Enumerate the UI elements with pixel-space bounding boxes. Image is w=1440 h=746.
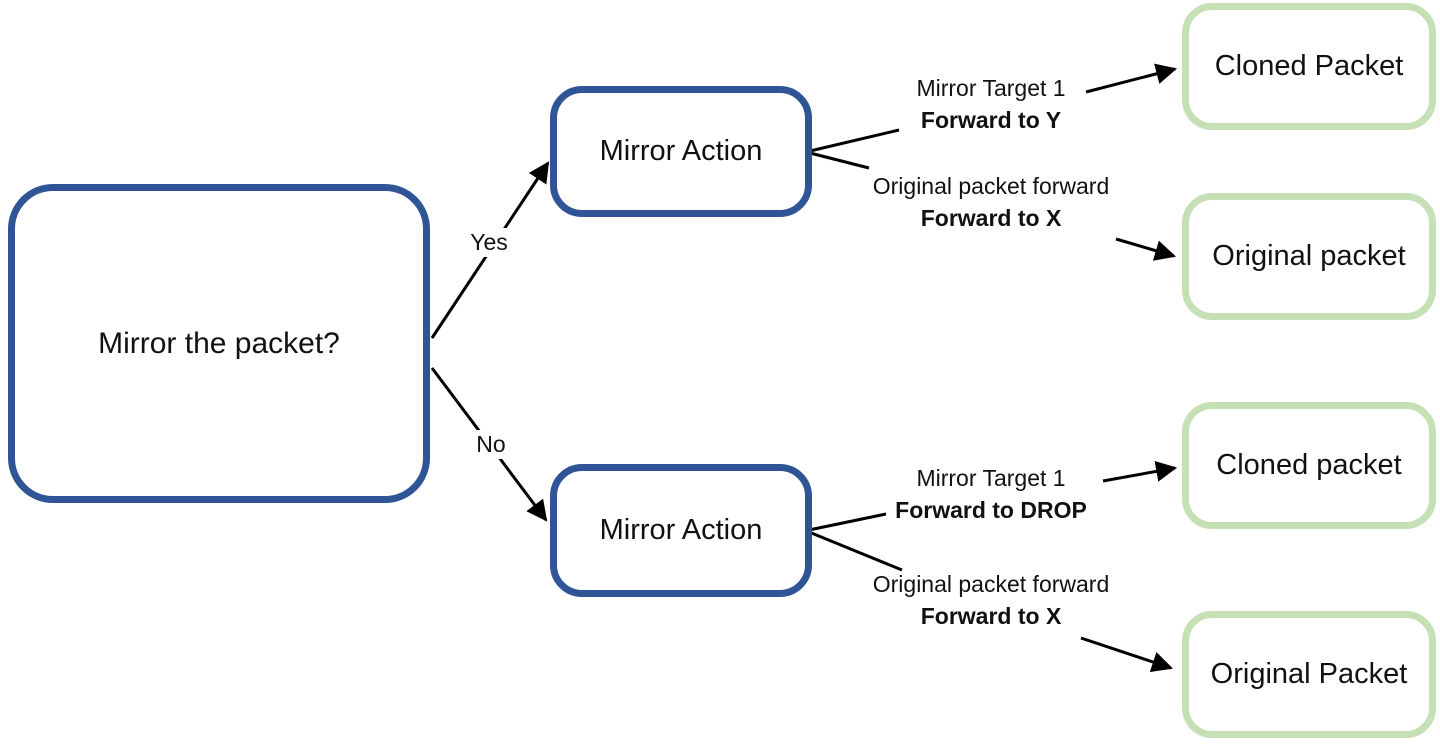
yes-fan-upper-line [809,128,900,153]
outcome-cloned-no-label: Cloned packet [1216,449,1402,481]
decision-node-label: Mirror the packet? [98,326,340,360]
mirror-action-node-no: Mirror Action [550,464,812,597]
mirror-action-yes-label: Mirror Action [599,135,763,167]
edge-label-no-mirror-line2: Forward to DROP [895,497,1087,523]
edge-label-yes-original-forward: Original packet forward Forward to X [841,170,1141,234]
yes-fan-lower-line [809,151,870,170]
no-branch-label: No [462,430,520,459]
yes-branch-label: Yes [456,228,522,257]
yes-cloned-arrow [1085,63,1178,94]
edge-label-yes-mirror-line2: Forward to Y [920,107,1062,133]
edge-label-yes-original-line2: Forward to X [920,205,1062,231]
mirror-action-no-label: Mirror Action [599,514,763,546]
edge-label-yes-original-line1: Original packet forward [872,173,1110,199]
no-fan-upper-line [808,512,887,532]
edge-label-yes-mirror-target: Mirror Target 1 Forward to Y [841,72,1141,136]
no-original-arrow [1080,636,1173,672]
outcome-original-no-label: Original Packet [1210,658,1408,690]
outcome-cloned-yes-label: Cloned Packet [1214,50,1404,82]
no-fan-lower-line [808,530,903,572]
yes-original-arrow [1115,237,1177,261]
decision-node-mirror-the-packet: Mirror the packet? [8,184,430,503]
edge-label-no-mirror-line1: Mirror Target 1 [916,465,1066,491]
edge-label-no-mirror-target: Mirror Target 1 Forward to DROP [841,462,1141,526]
edge-label-no-original-line1: Original packet forward [872,571,1110,597]
outcome-node-cloned-packet-yes: Cloned Packet [1182,3,1436,130]
outcome-node-cloned-packet-no: Cloned packet [1182,402,1436,529]
edge-label-no-original-forward: Original packet forward Forward to X [841,568,1141,632]
outcome-original-yes-label: Original packet [1212,240,1406,272]
outcome-node-original-packet-yes: Original packet [1182,193,1436,320]
no-cloned-arrow [1102,461,1178,483]
mirror-action-node-yes: Mirror Action [550,86,812,217]
edge-label-yes-mirror-line1: Mirror Target 1 [916,75,1066,101]
outcome-node-original-packet-no: Original Packet [1182,611,1436,738]
edge-label-no-original-line2: Forward to X [920,603,1062,629]
